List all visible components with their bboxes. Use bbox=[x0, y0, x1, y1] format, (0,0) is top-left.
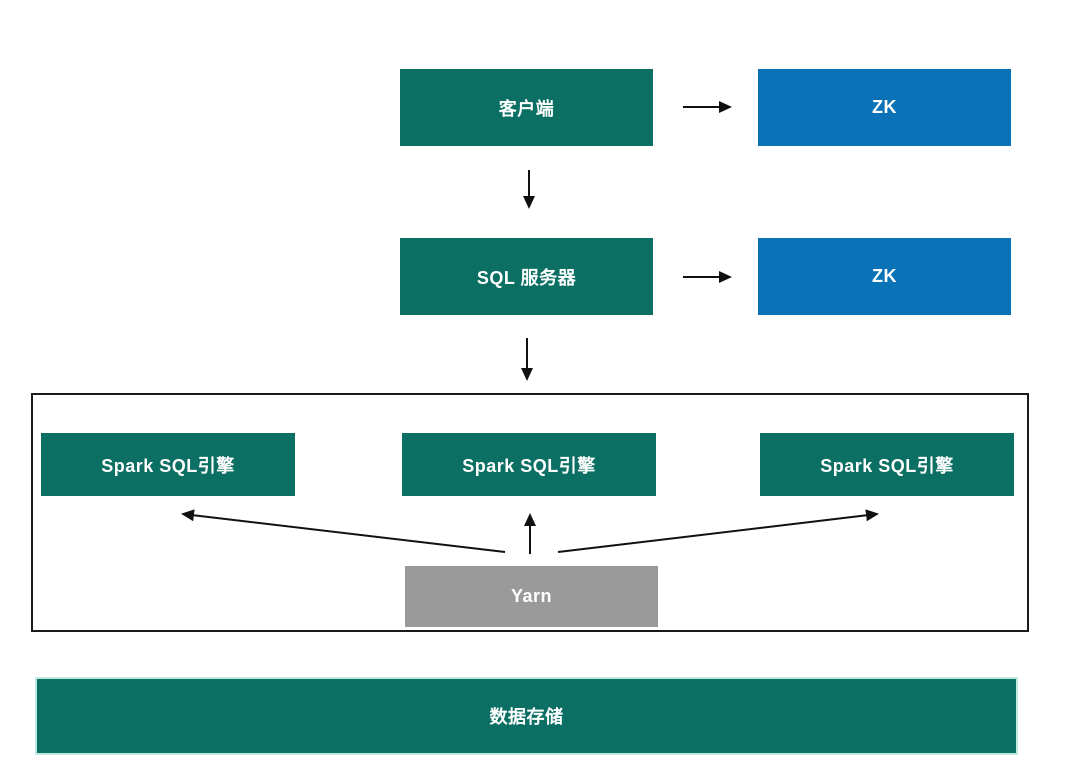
data-storage-node: 数据存储 bbox=[35, 677, 1018, 755]
spark-engine-label: Spark SQL引擎 bbox=[820, 455, 954, 476]
yarn-label: Yarn bbox=[510, 586, 553, 606]
client-node: 客户端 bbox=[400, 69, 653, 146]
sql-server-node: SQL 服务器 bbox=[400, 238, 653, 315]
spark-engine-node: Spark SQL引擎 bbox=[760, 433, 1014, 496]
sql-server-label: SQL 服务器 bbox=[476, 267, 577, 288]
client-label: 客户端 bbox=[498, 98, 555, 119]
spark-engine-node: Spark SQL引擎 bbox=[402, 433, 656, 496]
spark-engine-cluster-container bbox=[31, 393, 1029, 632]
spark-engine-node: Spark SQL引擎 bbox=[41, 433, 295, 496]
spark-engine-label: Spark SQL引擎 bbox=[462, 455, 596, 476]
zk-middle-label: ZK bbox=[872, 266, 897, 286]
zk-top-label: ZK bbox=[872, 97, 897, 117]
data-storage-label: 数据存储 bbox=[489, 707, 564, 727]
zk-node-top: ZK bbox=[758, 69, 1011, 146]
yarn-node: Yarn bbox=[405, 566, 658, 627]
zk-node-middle: ZK bbox=[758, 238, 1011, 315]
spark-engine-label: Spark SQL引擎 bbox=[101, 455, 235, 476]
